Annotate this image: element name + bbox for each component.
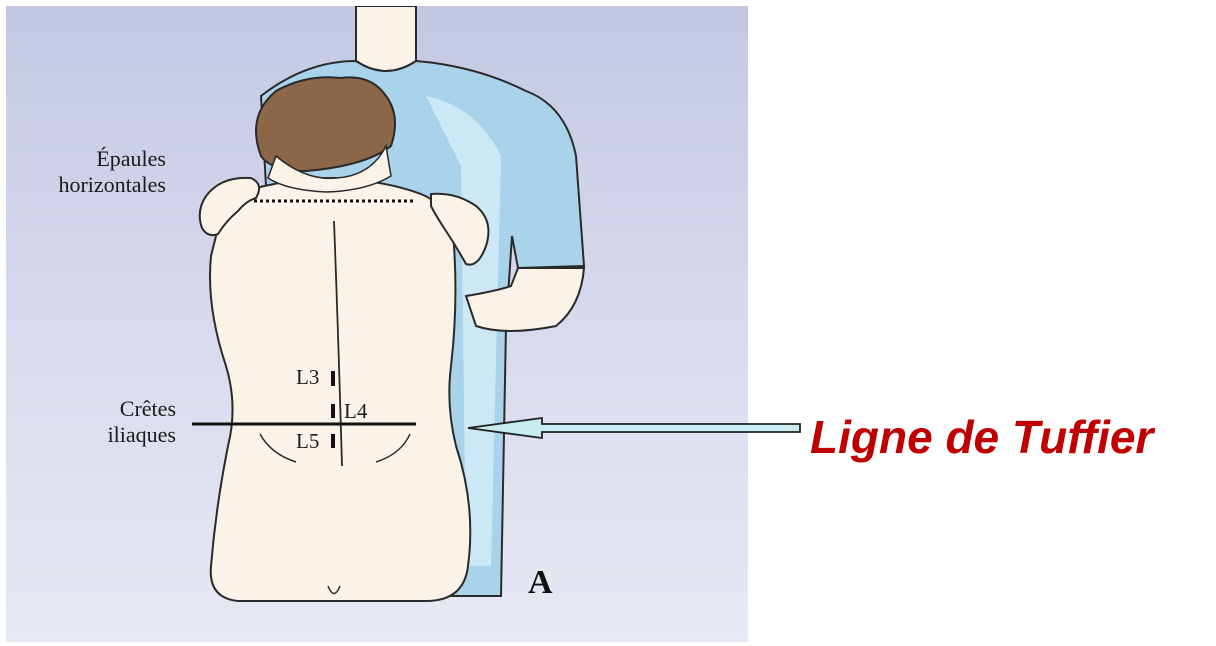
label-l5: L5	[296, 430, 319, 452]
panel-letter: A	[528, 564, 553, 602]
label-cretes-line1: Crêtes	[66, 396, 176, 422]
tuffier-arrow	[440, 400, 820, 460]
tuffier-line-caption: Ligne de Tuffier	[810, 410, 1210, 464]
label-cretes: Crêtes iliaques	[66, 396, 176, 448]
anatomy-illustration	[6, 6, 748, 642]
practitioner-neck	[356, 6, 416, 71]
label-epaules-line2: horizontales	[26, 172, 166, 198]
arrow-shape	[468, 418, 800, 438]
label-l4: L4	[344, 400, 367, 422]
label-cretes-line2: iliaques	[66, 422, 176, 448]
label-epaules: Épaules horizontales	[26, 146, 166, 198]
label-epaules-line1: Épaules	[26, 146, 166, 172]
label-l3: L3	[296, 366, 319, 388]
figure-panel: Épaules horizontales Crêtes iliaques L3 …	[6, 6, 748, 642]
